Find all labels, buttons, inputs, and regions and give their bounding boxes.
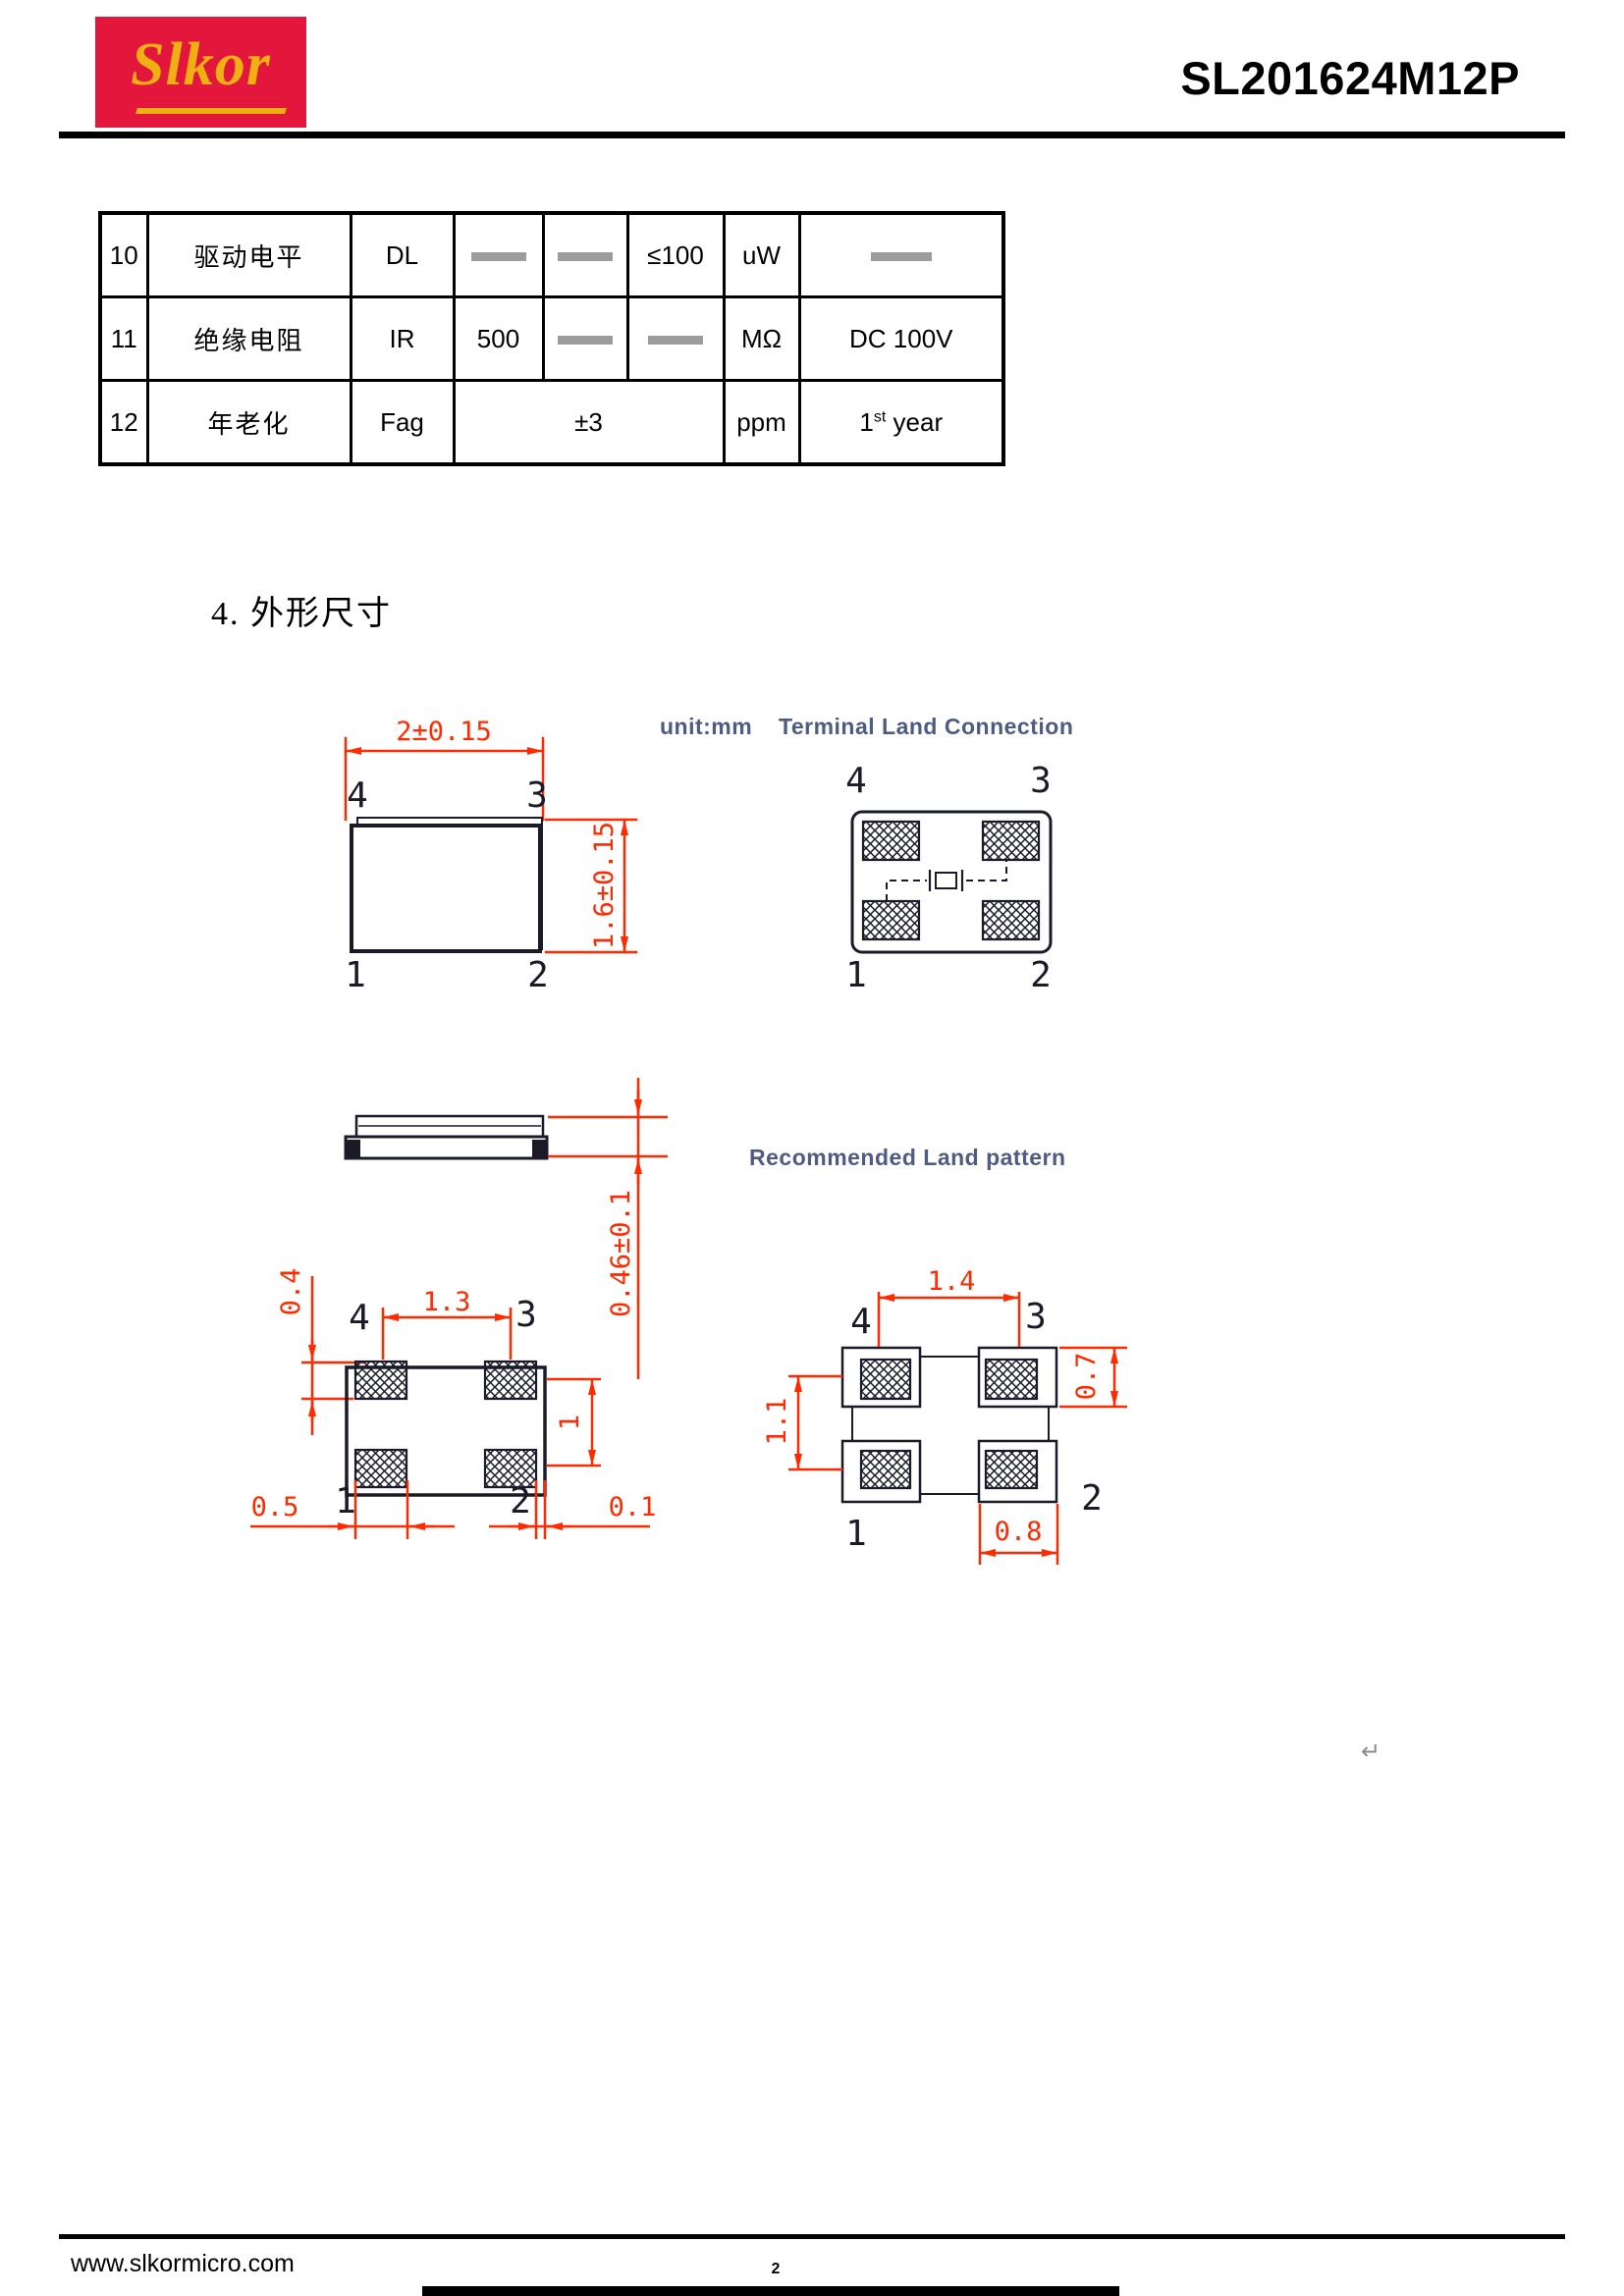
param-typ xyxy=(541,211,629,298)
dim-pitch-x: 1.3 xyxy=(422,1287,471,1317)
terminal-land-connection-drawing xyxy=(850,810,1053,954)
row-no: 11 xyxy=(98,295,149,382)
param-symbol: Fag xyxy=(349,379,456,466)
pin-label-3: 3 xyxy=(515,1295,537,1335)
pin-label-2: 2 xyxy=(510,1481,531,1522)
pin-label-4: 4 xyxy=(845,761,867,801)
param-max: ≤100 xyxy=(625,211,726,298)
pin-label-3: 3 xyxy=(526,775,548,816)
row-no: 12 xyxy=(98,379,149,466)
footer-website: www.slkormicro.com xyxy=(71,2250,295,2277)
spec-table: 10 驱动电平 DL ≤100 uW 11 绝缘电阻 IR 500 MΩ DC … xyxy=(98,211,1005,466)
condition-rest: year xyxy=(886,406,944,437)
land-pattern-title: Recommended Land pattern xyxy=(749,1145,1066,1170)
param-symbol: IR xyxy=(349,295,456,382)
param-value-merged: ±3 xyxy=(452,379,726,466)
land-pattern-drawing xyxy=(788,1292,1127,1565)
param-min xyxy=(452,211,545,298)
paragraph-return-mark: ↵ xyxy=(1361,1738,1381,1765)
param-unit: MΩ xyxy=(722,295,801,382)
pin-label-2: 2 xyxy=(1030,955,1052,995)
dim-pitch-y: 1 xyxy=(555,1414,585,1431)
dim-top-height: 1.6±0.15 xyxy=(589,821,620,949)
param-condition: DC 100V xyxy=(797,295,1005,382)
header-rule xyxy=(59,132,1565,138)
pin-label-3: 3 xyxy=(1030,761,1052,801)
dash-placeholder xyxy=(558,336,613,346)
section-title: 4. 外形尺寸 xyxy=(211,596,392,632)
param-name: 年老化 xyxy=(145,379,352,466)
slkor-logo-text: Slkor xyxy=(131,31,271,98)
dim-pad-height: 0.4 xyxy=(276,1267,306,1316)
param-unit: uW xyxy=(722,211,801,298)
pin-label-2: 2 xyxy=(527,955,549,995)
page-number: 2 xyxy=(771,2261,781,2277)
pin-label-3: 3 xyxy=(1025,1297,1047,1337)
dim-offset-left: 0.5 xyxy=(250,1492,299,1522)
pin-label-4: 4 xyxy=(850,1302,872,1342)
table-row: 12 年老化 Fag ±3 ppm 1st year xyxy=(98,379,1005,466)
dim-land-pitch-x: 1.4 xyxy=(927,1266,976,1297)
footer-rule xyxy=(59,2234,1565,2239)
pin-label-1: 1 xyxy=(845,955,867,995)
dim-top-width: 2±0.15 xyxy=(396,717,492,747)
param-typ xyxy=(541,295,629,382)
next-page-edge-bar xyxy=(422,2286,1119,2296)
unit-label: unit:mm xyxy=(660,714,753,739)
dim-land-pitch-y: 1.1 xyxy=(762,1397,792,1446)
param-max xyxy=(625,295,726,382)
condition-base: 1 xyxy=(859,406,874,437)
pin-label-1: 1 xyxy=(345,955,366,995)
slkor-logo: Slkor xyxy=(95,17,306,128)
pin-label-4: 4 xyxy=(349,1298,370,1338)
slkor-logo-underline xyxy=(135,108,287,114)
dim-land-pad-width: 0.8 xyxy=(994,1517,1043,1547)
pin-label-1: 1 xyxy=(335,1481,356,1522)
dash-placeholder xyxy=(870,252,932,262)
terminal-land-connection-title: Terminal Land Connection xyxy=(779,714,1074,739)
row-no: 10 xyxy=(98,211,149,298)
dim-land-pad-height: 0.7 xyxy=(1071,1352,1102,1401)
dash-placeholder xyxy=(648,336,703,346)
pin-label-1: 1 xyxy=(845,1514,867,1554)
param-name: 驱动电平 xyxy=(145,211,352,298)
param-min: 500 xyxy=(452,295,545,382)
dash-placeholder xyxy=(558,252,613,262)
param-name: 绝缘电阻 xyxy=(145,295,352,382)
condition-superscript: st xyxy=(873,407,887,425)
table-row: 10 驱动电平 DL ≤100 uW xyxy=(98,211,1005,298)
dash-placeholder xyxy=(470,252,526,262)
pin-label-4: 4 xyxy=(347,775,368,816)
dim-thickness: 0.46±0.1 xyxy=(606,1189,636,1317)
dim-offset-right: 0.1 xyxy=(608,1492,657,1522)
pin-label-2: 2 xyxy=(1081,1478,1103,1519)
table-row: 11 绝缘电阻 IR 500 MΩ DC 100V xyxy=(98,295,1005,382)
param-unit: ppm xyxy=(722,379,801,466)
param-condition xyxy=(797,211,1005,298)
param-condition: 1st year xyxy=(797,379,1005,466)
page-title: SL201624M12P xyxy=(1180,52,1520,104)
param-symbol: DL xyxy=(349,211,456,298)
